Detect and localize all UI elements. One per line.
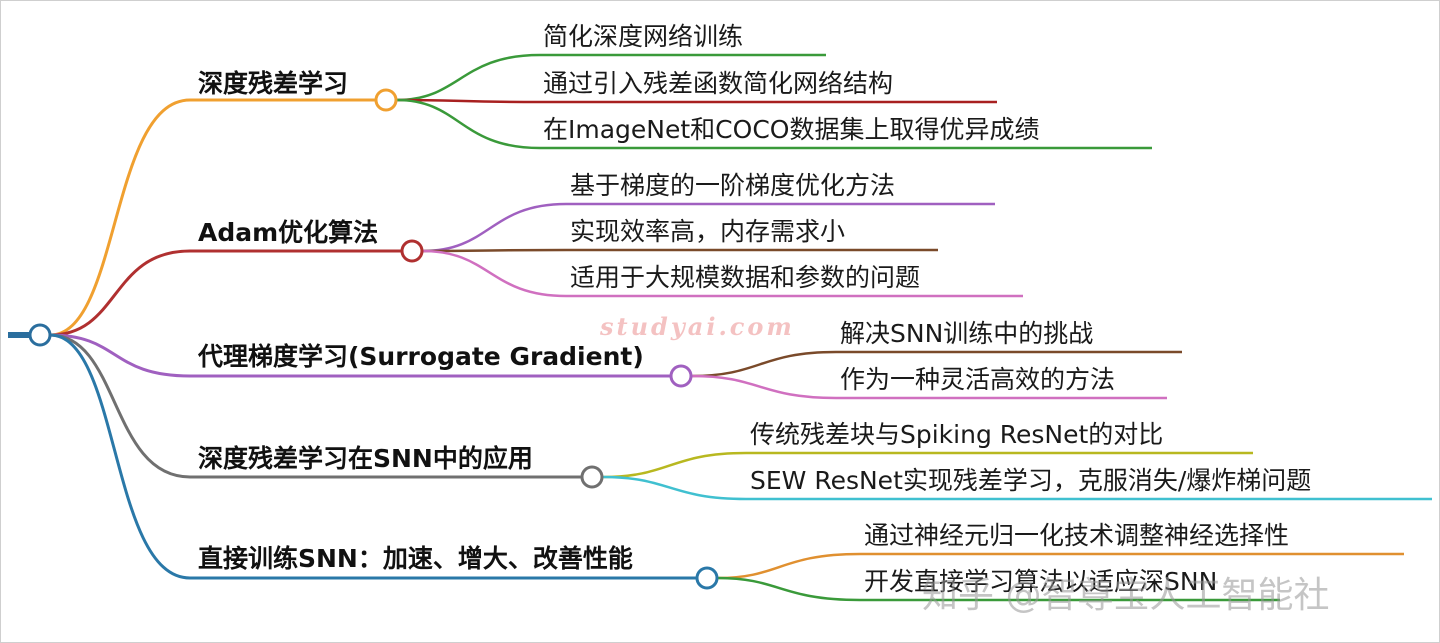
leaf-1-1-label[interactable]: 简化深度网络训练 xyxy=(543,22,744,51)
branch-3-label[interactable]: 代理梯度学习(Surrogate Gradient) xyxy=(198,342,644,371)
leaf-5-2-curve xyxy=(717,576,1280,602)
leaf-2-3-curve xyxy=(422,249,1023,298)
branch-5-node[interactable] xyxy=(695,566,719,590)
branch-3-curve xyxy=(49,333,681,378)
leaf-1-2-curve xyxy=(396,98,997,104)
leaf-1-3-curve xyxy=(396,98,1152,150)
leaf-5-1-curve xyxy=(717,552,1404,580)
leaf-2-2-curve xyxy=(422,248,938,253)
branch-5-curve xyxy=(49,333,707,580)
branch-1-node[interactable] xyxy=(374,88,398,112)
leaf-5-2-label[interactable]: 开发直接学习算法以适应深SNN xyxy=(864,567,1218,596)
leaf-2-3-label[interactable]: 适用于大规模数据和参数的问题 xyxy=(570,263,921,292)
leaf-3-2-curve xyxy=(691,374,1167,400)
platform-watermark: 知乎 @智尊宝人工智能社 xyxy=(922,575,1330,616)
leaf-2-2-label[interactable]: 实现效率高，内存需求小 xyxy=(570,217,846,246)
branch-2-node[interactable] xyxy=(400,239,424,263)
leaf-3-2-label[interactable]: 作为一种灵活高效的方法 xyxy=(840,365,1116,394)
root-node[interactable] xyxy=(28,323,52,347)
branch-4-node[interactable] xyxy=(580,465,604,489)
leaf-3-1-curve xyxy=(691,350,1182,378)
leaf-4-1-curve xyxy=(602,451,1253,479)
site-watermark: studyai.com xyxy=(600,312,795,341)
branch-3-node[interactable] xyxy=(669,364,693,388)
leaf-5-1-label[interactable]: 通过神经元归一化技术调整神经选择性 xyxy=(864,521,1290,550)
leaf-2-1-label[interactable]: 基于梯度的一阶梯度优化方法 xyxy=(570,171,896,200)
branch-1-curve xyxy=(49,98,386,337)
branch-5-label[interactable]: 直接训练SNN：加速、增大、改善性能 xyxy=(198,544,633,573)
branch-1-label[interactable]: 深度残差学习 xyxy=(198,69,349,98)
leaf-1-2-label[interactable]: 通过引入残差函数简化网络结构 xyxy=(543,69,894,98)
leaf-1-3-label[interactable]: 在ImageNet和COCO数据集上取得优异成绩 xyxy=(543,115,1040,144)
leaf-2-1-curve xyxy=(422,202,995,253)
leaf-3-1-label[interactable]: 解决SNN训练中的挑战 xyxy=(840,319,1094,348)
leaf-1-1-curve xyxy=(396,53,826,102)
branch-2-label[interactable]: Adam优化算法 xyxy=(198,218,379,247)
leaf-4-2-curve xyxy=(602,475,1432,501)
leaf-4-1-label[interactable]: 传统残差块与Spiking ResNet的对比 xyxy=(750,420,1164,449)
branch-4-curve xyxy=(49,333,592,479)
branch-2-curve xyxy=(49,249,412,337)
branch-4-label[interactable]: 深度残差学习在SNN中的应用 xyxy=(198,444,533,473)
leaf-4-2-label[interactable]: SEW ResNet实现残差学习，克服消失/爆炸梯问题 xyxy=(750,466,1312,495)
